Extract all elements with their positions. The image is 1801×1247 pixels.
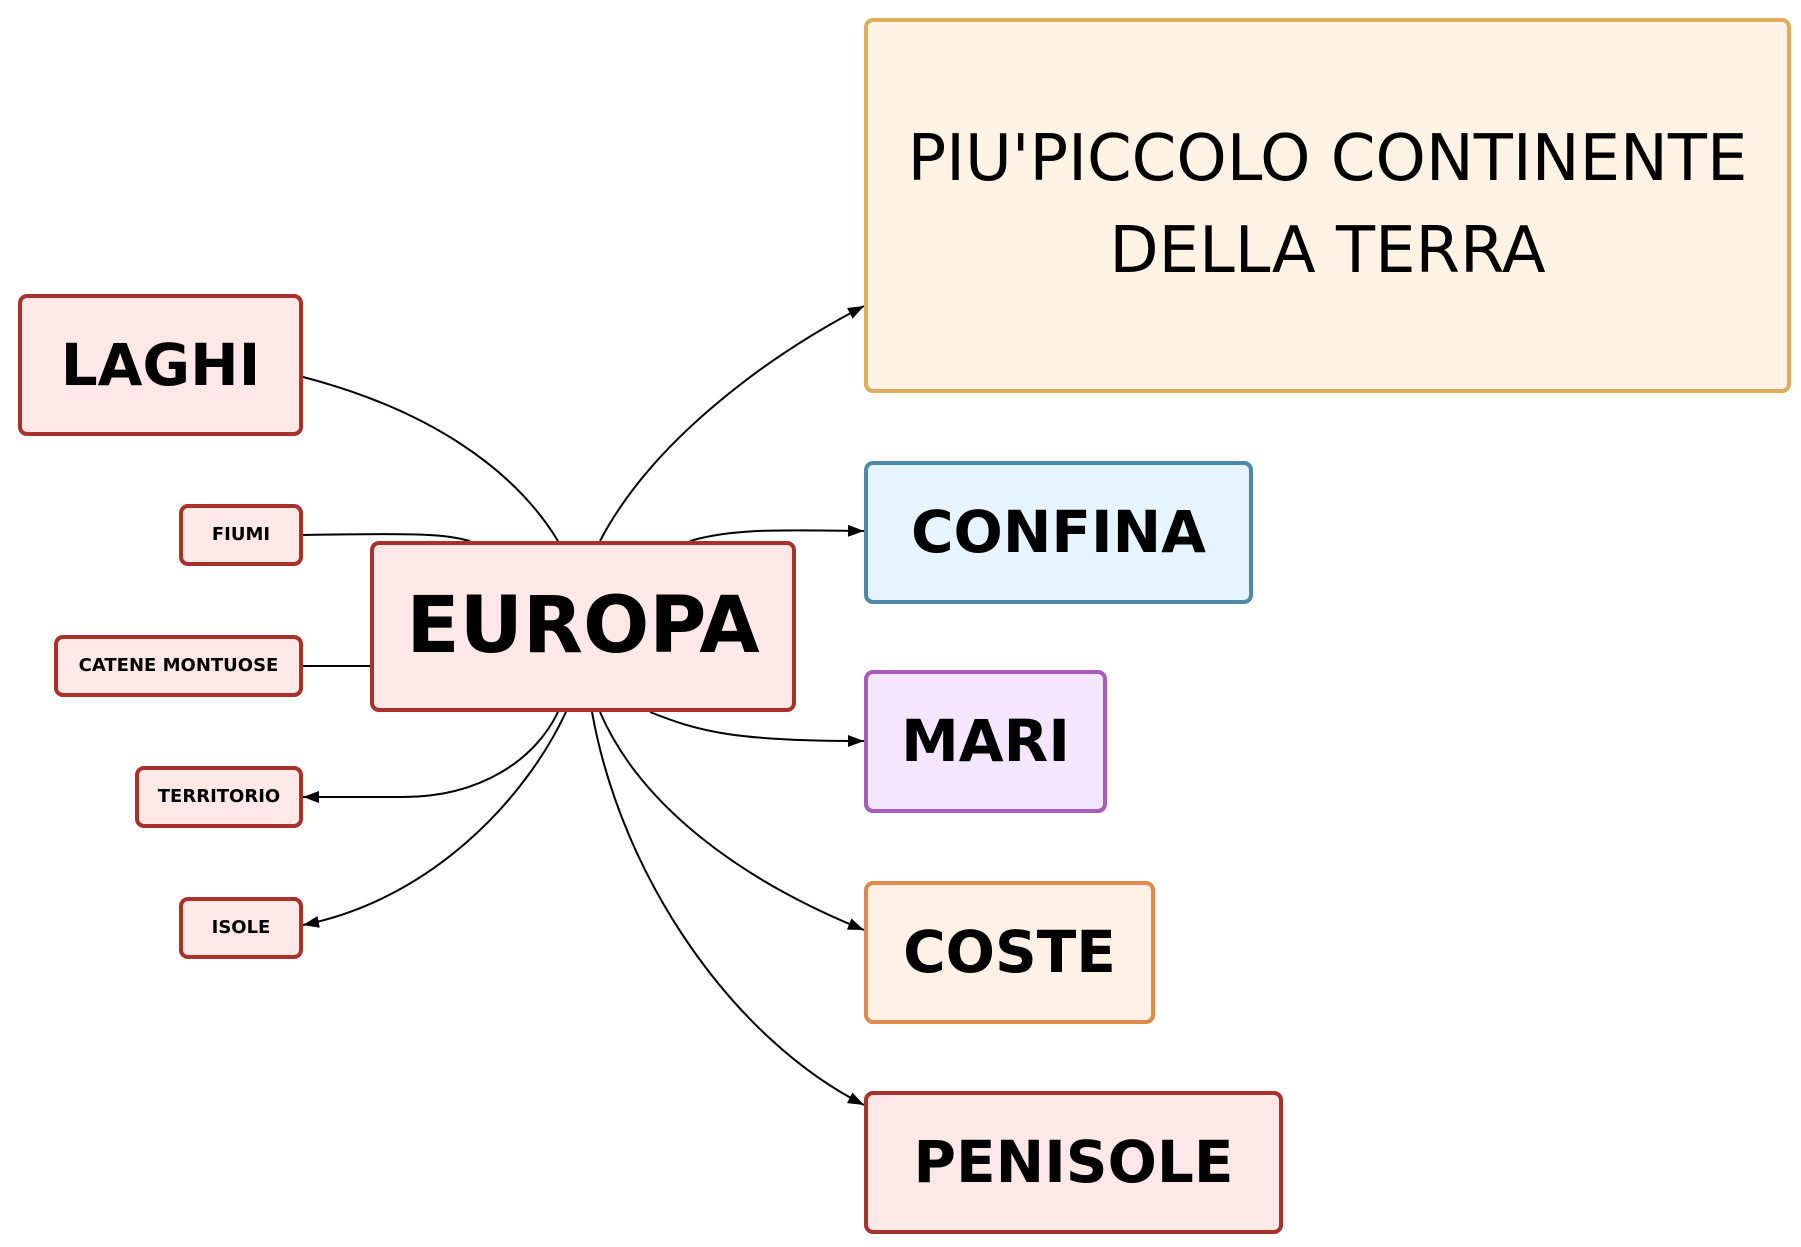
connector-europa-to-mari xyxy=(649,711,865,747)
node-isole-label: ISOLE xyxy=(211,916,271,938)
node-piu-piccolo-line-2: DELLA TERRA xyxy=(1109,213,1546,288)
connector-europa-to-laghi xyxy=(302,376,559,542)
node-mari[interactable]: MARI xyxy=(864,670,1107,813)
node-mari-label: MARI xyxy=(901,707,1070,776)
connector-europa-to-fiumi xyxy=(302,533,471,542)
node-fiumi[interactable]: FIUMI xyxy=(179,504,303,566)
node-catene-montuose[interactable]: CATENE MONTUOSE xyxy=(54,635,303,697)
node-catene-montuose-label: CATENE MONTUOSE xyxy=(78,654,279,676)
node-fiumi-label: FIUMI xyxy=(211,523,271,545)
connector-europa-to-coste xyxy=(599,711,865,931)
node-laghi-label: LAGHI xyxy=(60,330,261,399)
connector-europa-to-piu-piccolo xyxy=(599,305,865,542)
node-europa-label: EUROPA xyxy=(406,580,760,671)
node-coste-label: COSTE xyxy=(903,918,1116,987)
node-confina-label: CONFINA xyxy=(910,498,1207,567)
node-territorio[interactable]: TERRITORIO xyxy=(135,766,303,828)
node-laghi[interactable]: LAGHI xyxy=(18,294,303,436)
connector-europa-to-isole xyxy=(302,711,567,928)
node-piu-piccolo-line-1: PIU'PICCOLO CONTINENTE xyxy=(907,121,1748,196)
connector-europa-to-penisole xyxy=(591,711,865,1106)
node-territorio-label: TERRITORIO xyxy=(157,785,281,807)
node-europa[interactable]: EUROPA xyxy=(370,541,796,712)
node-confina[interactable]: CONFINA xyxy=(864,461,1253,604)
node-isole[interactable]: ISOLE xyxy=(179,897,303,959)
node-piu-piccolo-continente[interactable]: PIU'PICCOLO CONTINENTE DELLA TERRA xyxy=(864,18,1791,393)
connector-europa-to-territorio xyxy=(303,711,559,803)
node-penisole[interactable]: PENISOLE xyxy=(864,1091,1283,1234)
connector-europa-to-confina xyxy=(689,524,865,542)
node-piu-piccolo-text: PIU'PICCOLO CONTINENTE DELLA TERRA xyxy=(908,114,1748,297)
node-coste[interactable]: COSTE xyxy=(864,881,1155,1024)
node-penisole-label: PENISOLE xyxy=(913,1128,1234,1197)
